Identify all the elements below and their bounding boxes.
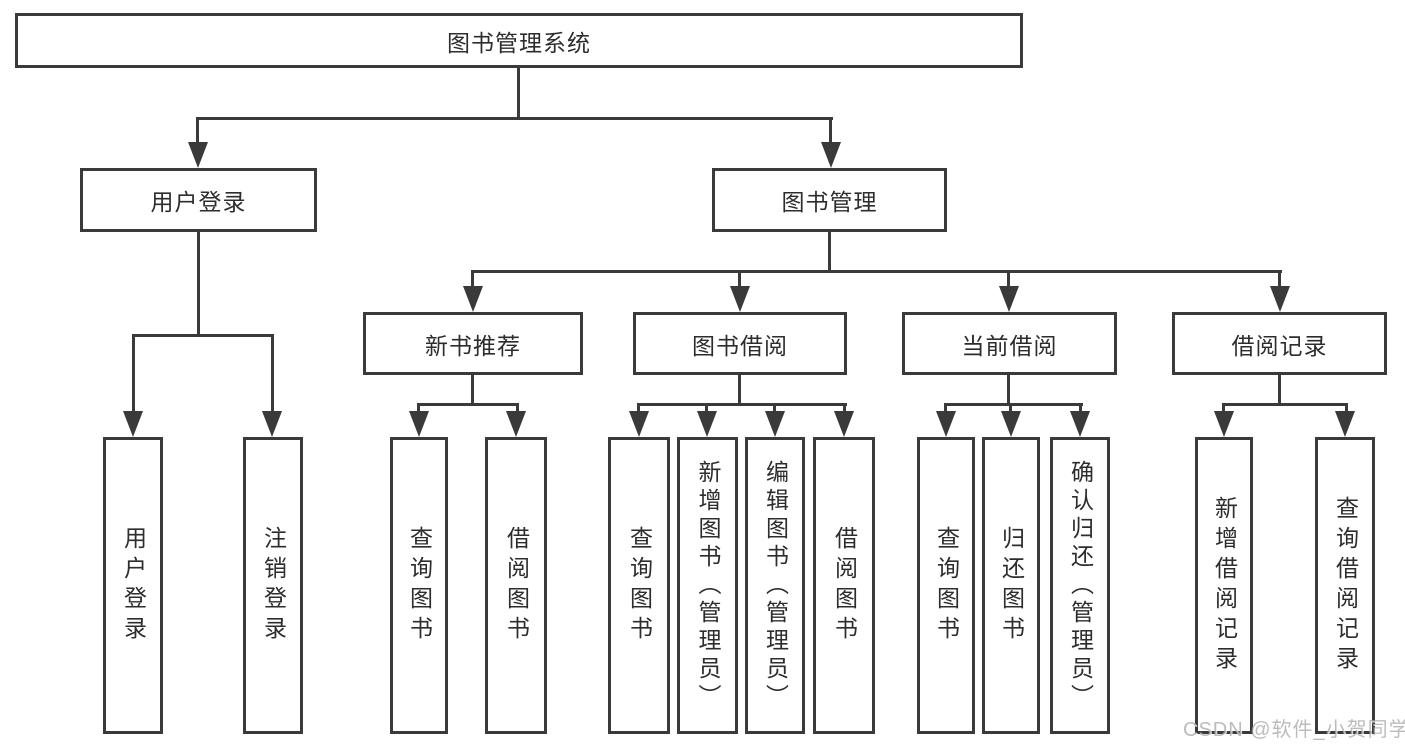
node-book-borrowing: 图书借阅 [633, 312, 847, 375]
node-nbr-query-books: 查询图书 [390, 437, 448, 734]
node-user-login-label: 用户登录 [150, 189, 247, 215]
connector-bb-bus [637, 403, 847, 406]
connector-book-mgmt-vline [828, 230, 831, 273]
arrow-down-icon [1070, 411, 1090, 437]
node-bb-query-books: 查询图书 [608, 437, 670, 734]
node-borrowing-records: 借阅记录 [1172, 312, 1387, 375]
arrow-down-icon [1214, 411, 1234, 437]
arrow-down-icon [262, 411, 282, 437]
arrow-down-icon [730, 286, 750, 312]
node-ul-logout-label: 注销登录 [260, 525, 287, 646]
node-br-query-record-label: 查询借阅记录 [1332, 495, 1359, 676]
node-cb-return-books-label: 归还图书 [998, 525, 1025, 646]
connector-root-drop-left [196, 117, 199, 147]
connector-cb-drop-1 [944, 403, 947, 415]
connector-book-mgmt-bus [471, 270, 1282, 273]
connector-bb-drop-4 [843, 403, 846, 415]
arrow-down-icon [936, 411, 956, 437]
connector-br-drop-2 [1345, 403, 1348, 415]
arrow-down-icon [409, 411, 429, 437]
connector-bb-drop-2 [705, 403, 708, 415]
arrow-down-icon [834, 411, 854, 437]
arrow-down-icon [123, 411, 143, 437]
arrow-down-icon [188, 142, 208, 168]
arrow-down-icon [463, 286, 483, 312]
connector-user-login-vline [197, 230, 200, 337]
connector-user-login-bus [132, 334, 274, 337]
node-bb-add-books-admin-label: 新增图书（管理员） [695, 459, 721, 712]
node-book-borrowing-label: 图书借阅 [692, 332, 788, 359]
arrow-down-icon [629, 411, 649, 437]
connector-nbr-drop-1 [417, 403, 420, 415]
connector-book-mgmt-drop-3 [1007, 270, 1010, 288]
connector-root-drop-right [829, 117, 832, 147]
node-cb-confirm-return-admin: 确认归还（管理员） [1050, 437, 1110, 734]
node-borrowing-records-label: 借阅记录 [1231, 332, 1328, 359]
node-br-query-record: 查询借阅记录 [1315, 437, 1375, 734]
connector-br-drop-1 [1222, 403, 1225, 415]
node-ul-logout: 注销登录 [243, 437, 303, 734]
node-cb-query-books: 查询图书 [917, 437, 975, 734]
connector-bb-vline [738, 373, 741, 406]
arrow-down-icon [697, 411, 717, 437]
node-current-borrowing-label: 当前借阅 [961, 332, 1058, 359]
node-bb-edit-books-admin-label: 编辑图书（管理员） [762, 459, 789, 712]
arrow-down-icon [821, 142, 841, 168]
connector-br-vline [1278, 373, 1281, 406]
connector-nbr-vline [471, 373, 474, 406]
connector-nbr-drop-2 [516, 403, 519, 415]
arrow-down-icon [1001, 411, 1021, 437]
arrow-down-icon [765, 411, 785, 437]
connector-br-bus [1222, 403, 1348, 406]
node-ul-user-login-label: 用户登录 [120, 525, 147, 646]
connector-root-bus [196, 117, 833, 120]
node-br-add-record: 新增借阅记录 [1195, 437, 1253, 734]
node-cb-return-books: 归还图书 [982, 437, 1040, 734]
node-bb-add-books-admin: 新增图书（管理员） [677, 437, 738, 734]
connector-cb-drop-2 [1009, 403, 1012, 415]
node-nbr-query-books-label: 查询图书 [406, 525, 433, 646]
node-cb-query-books-label: 查询图书 [933, 525, 960, 646]
connector-nbr-bus [417, 403, 519, 406]
node-bb-query-books-label: 查询图书 [626, 525, 653, 646]
connector-book-mgmt-drop-4 [1278, 270, 1281, 288]
node-current-borrowing: 当前借阅 [902, 312, 1117, 375]
node-user-login: 用户登录 [80, 168, 317, 232]
node-new-book-recommend-label: 新书推荐 [425, 332, 521, 359]
node-root: 图书管理系统 [15, 13, 1023, 68]
node-book-management: 图书管理 [712, 168, 947, 232]
node-bb-borrow-books-label: 借阅图书 [831, 525, 858, 646]
connector-cb-bus [944, 403, 1083, 406]
node-nbr-borrow-books-label: 借阅图书 [503, 525, 530, 646]
connector-book-mgmt-drop-2 [738, 270, 741, 288]
node-bb-edit-books-admin: 编辑图书（管理员） [745, 437, 805, 734]
arrow-down-icon [506, 411, 526, 437]
node-root-label: 图书管理系统 [447, 29, 591, 56]
connector-user-login-drop-right [271, 334, 274, 412]
connector-user-login-drop-left [132, 334, 135, 412]
connector-root-vline [517, 66, 520, 119]
connector-bb-drop-3 [773, 403, 776, 415]
node-new-book-recommend: 新书推荐 [363, 312, 583, 375]
connector-bb-drop-1 [637, 403, 640, 415]
arrow-down-icon [999, 286, 1019, 312]
connector-cb-vline [1007, 373, 1010, 406]
connector-cb-drop-3 [1079, 403, 1082, 415]
node-bb-borrow-books: 借阅图书 [813, 437, 875, 734]
node-br-add-record-label: 新增借阅记录 [1211, 495, 1238, 676]
arrow-down-icon [1270, 286, 1290, 312]
connector-book-mgmt-drop-1 [471, 270, 474, 288]
arrow-down-icon [1335, 411, 1355, 437]
node-nbr-borrow-books: 借阅图书 [485, 437, 547, 734]
csdn-watermark: CSDN @软件_小贺同学 [1183, 719, 1405, 741]
node-cb-confirm-return-admin-label: 确认归还（管理员） [1067, 459, 1094, 712]
node-book-management-label: 图书管理 [781, 189, 878, 215]
node-ul-user-login: 用户登录 [103, 437, 163, 734]
